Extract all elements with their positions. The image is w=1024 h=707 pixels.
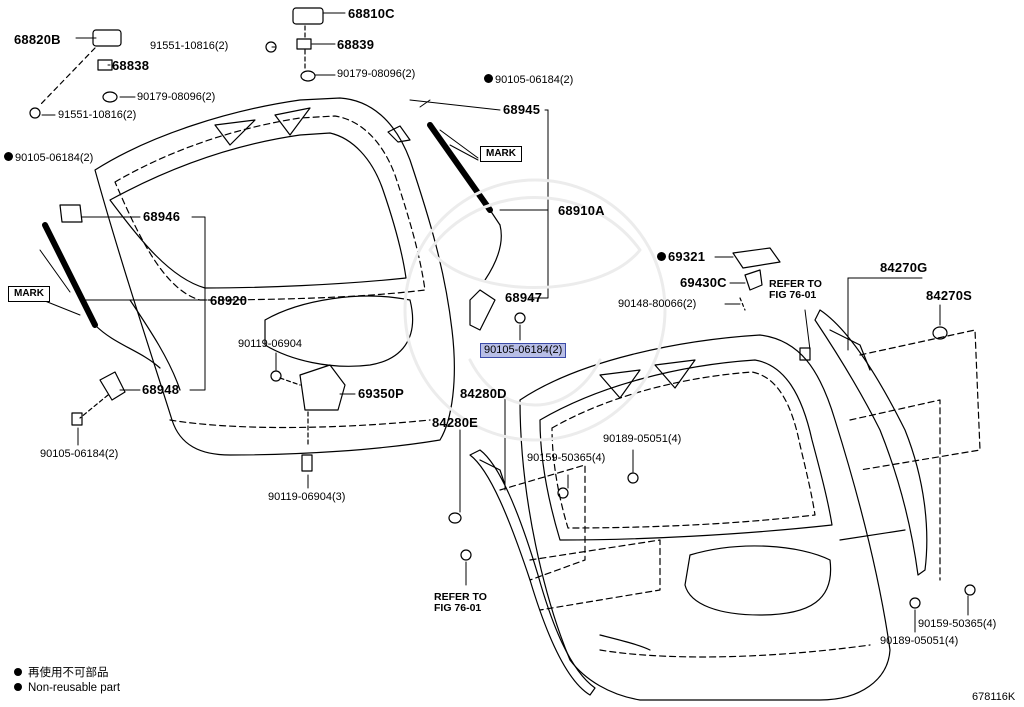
non-reusable-dot <box>484 74 493 83</box>
part-84280D[interactable]: 84280D <box>460 386 507 401</box>
left-back-door <box>94 97 455 456</box>
part-68947[interactable]: 68947 <box>505 290 543 305</box>
side-garnish-left <box>448 449 661 696</box>
right-back-door <box>519 334 906 701</box>
legend-non-reusable-en: Non-reusable part <box>14 682 120 694</box>
part-90179-a[interactable]: 90179-08096(2) <box>337 68 416 80</box>
side-garnish-right <box>799 309 981 609</box>
hinge-assembly <box>29 7 324 119</box>
part-68945[interactable]: 68945 <box>503 102 541 117</box>
part-90179-b[interactable]: 90179-08096(2) <box>137 91 216 103</box>
watermark-logo <box>403 178 667 442</box>
part-84270G[interactable]: 84270G <box>880 260 928 275</box>
lower-hinge-bracket <box>71 371 126 426</box>
legend-dot <box>14 683 22 691</box>
mark-label-left: MARK <box>8 286 50 302</box>
part-90189-a[interactable]: 90189-05051(4) <box>603 433 682 445</box>
mark-label-right: MARK <box>480 146 522 162</box>
part-68839[interactable]: 68839 <box>337 37 375 52</box>
leader-lines <box>29 12 969 633</box>
part-90189-b[interactable]: 90189-05051(4) <box>880 635 959 647</box>
non-reusable-dot <box>4 152 13 161</box>
diagram-id: 678116K <box>972 691 1016 703</box>
part-84270S[interactable]: 84270S <box>926 288 973 303</box>
part-90105-left[interactable]: 90105-06184(2) <box>4 152 93 164</box>
legend-dot <box>14 668 22 676</box>
part-90119-b[interactable]: 90119-06904(3) <box>268 491 346 503</box>
part-68820B[interactable]: 68820B <box>14 32 61 47</box>
part-90105-highlighted[interactable]: 90105-06184(2) <box>480 343 567 358</box>
part-68920[interactable]: 68920 <box>210 293 248 308</box>
part-91551-b[interactable]: 91551-10816(2) <box>58 109 137 121</box>
part-90119-a[interactable]: 90119-06904 <box>238 338 303 350</box>
part-84280E[interactable]: 84280E <box>432 415 479 430</box>
part-90159-b[interactable]: 90159-50365(4) <box>918 618 997 630</box>
part-90148[interactable]: 90148-80066(2) <box>618 298 697 310</box>
part-68946[interactable]: 68946 <box>143 209 181 224</box>
part-69321[interactable]: 69321 <box>657 250 705 264</box>
back-door-stay <box>42 122 502 369</box>
emblem-bracket <box>732 247 781 311</box>
part-68948[interactable]: 68948 <box>142 382 180 397</box>
legend-non-reusable-jp: 再使用不可部品 <box>14 664 109 680</box>
part-69350P[interactable]: 69350P <box>358 386 405 401</box>
part-91551-a[interactable]: 91551-10816(2) <box>150 40 229 52</box>
part-69430C[interactable]: 69430C <box>680 275 727 290</box>
part-90105-bottom-left[interactable]: 90105-06184(2) <box>40 448 119 460</box>
part-68810C[interactable]: 68810C <box>348 6 395 21</box>
part-68910A[interactable]: 68910A <box>558 203 605 218</box>
part-90105-top[interactable]: 90105-06184(2) <box>484 74 573 86</box>
part-68838[interactable]: 68838 <box>112 58 150 73</box>
non-reusable-dot <box>657 252 666 261</box>
part-90159-a[interactable]: 90159-50365(4) <box>527 452 606 464</box>
back-door-lock <box>270 289 526 472</box>
